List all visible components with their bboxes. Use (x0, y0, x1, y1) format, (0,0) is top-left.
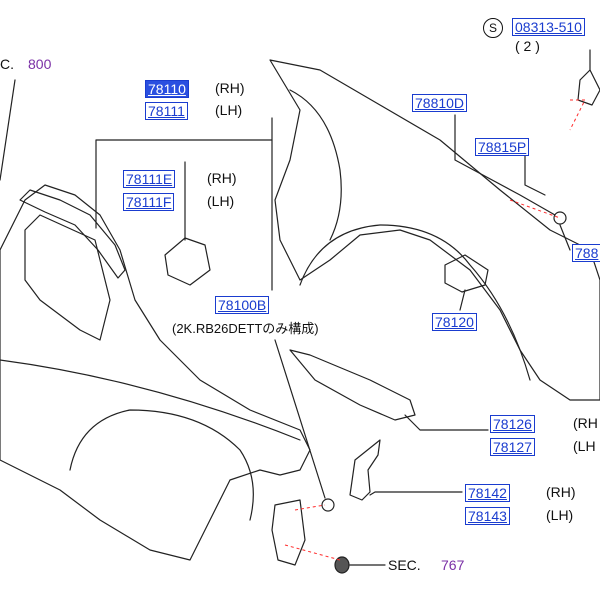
leader-78815p (524, 149, 546, 196)
part-78110-link[interactable]: 78110 (145, 80, 189, 98)
screw-08313 (577, 69, 600, 106)
part-78142-link[interactable]: 78142 (465, 484, 510, 502)
rear-extension-piece (271, 499, 306, 566)
sec-800-prefix: C. (0, 56, 14, 72)
leader-78120 (459, 289, 466, 311)
wheel-arch-left (69, 409, 254, 521)
clip-78815p (553, 211, 567, 225)
part-78126-link[interactable]: 78126 (490, 415, 535, 433)
part-78120-link[interactable]: 78120 (432, 313, 477, 331)
grommet-sec-767 (334, 556, 350, 574)
gas-lid-recess (444, 254, 489, 293)
dashed-locator-sec767 (284, 544, 341, 561)
part-08313-510-link[interactable]: 08313-510 (512, 18, 585, 36)
quarter-pillar (19, 189, 126, 279)
sec-767-link[interactable]: 767 (441, 557, 465, 573)
leader-78810d (454, 114, 556, 216)
part-78127-side: (LH (573, 438, 596, 454)
part-78143-side: (LH) (546, 507, 574, 523)
quarter-panel-left (0, 184, 311, 561)
inner-fender-right (269, 59, 600, 401)
sec-767-prefix: SEC. (388, 557, 421, 573)
part-78111e-side: (RH) (207, 170, 237, 186)
part-78142-side: (RH) (546, 484, 576, 500)
bracket-78111e (164, 237, 211, 286)
screw-qty: ( 2 ) (515, 38, 540, 54)
wheel-arch-right (299, 224, 531, 381)
leader-78100b-grommet (274, 339, 326, 499)
part-78126-side: (RH (573, 415, 598, 431)
part-78111-side: (LH) (215, 102, 243, 118)
leader-788 (559, 224, 571, 251)
part-788-link[interactable]: 788 (572, 244, 600, 262)
part-78111-link[interactable]: 78111 (145, 102, 188, 120)
part-78810d-link[interactable]: 78810D (412, 94, 468, 112)
inner-fender-edge (289, 89, 342, 241)
part-78100b-link[interactable]: 78100B (215, 296, 270, 314)
dashed-locator-grommet (294, 504, 326, 511)
part-78111f-link[interactable]: 78111F (123, 193, 175, 211)
grommet-78100b (321, 498, 335, 512)
panel-crease-left (0, 359, 301, 441)
dashed-locator-clip (509, 199, 561, 219)
part-78111f-side: (LH) (207, 193, 235, 209)
sec-800-link[interactable]: 800 (28, 56, 52, 72)
part-78127-link[interactable]: 78127 (490, 438, 535, 456)
leader-sec-800 (0, 79, 16, 181)
leader-78110-group (95, 117, 273, 229)
part-78111e-link[interactable]: 78111E (123, 170, 176, 188)
quarter-window-frame (24, 214, 111, 341)
leader-78142 (369, 491, 463, 496)
part-78110-side: (RH) (215, 80, 245, 96)
dashed-locator-screw (569, 99, 586, 131)
splash-guard-78142 (349, 439, 381, 501)
trim-strip-78126 (289, 349, 416, 421)
part-78143-link[interactable]: 78143 (465, 507, 510, 525)
part-78815p-link[interactable]: 78815P (475, 138, 530, 156)
part-78100b-note: (2K.RB26DETTのみ構成) (172, 321, 319, 336)
screw-symbol-icon: S (483, 18, 503, 38)
leader-78126 (404, 414, 489, 431)
